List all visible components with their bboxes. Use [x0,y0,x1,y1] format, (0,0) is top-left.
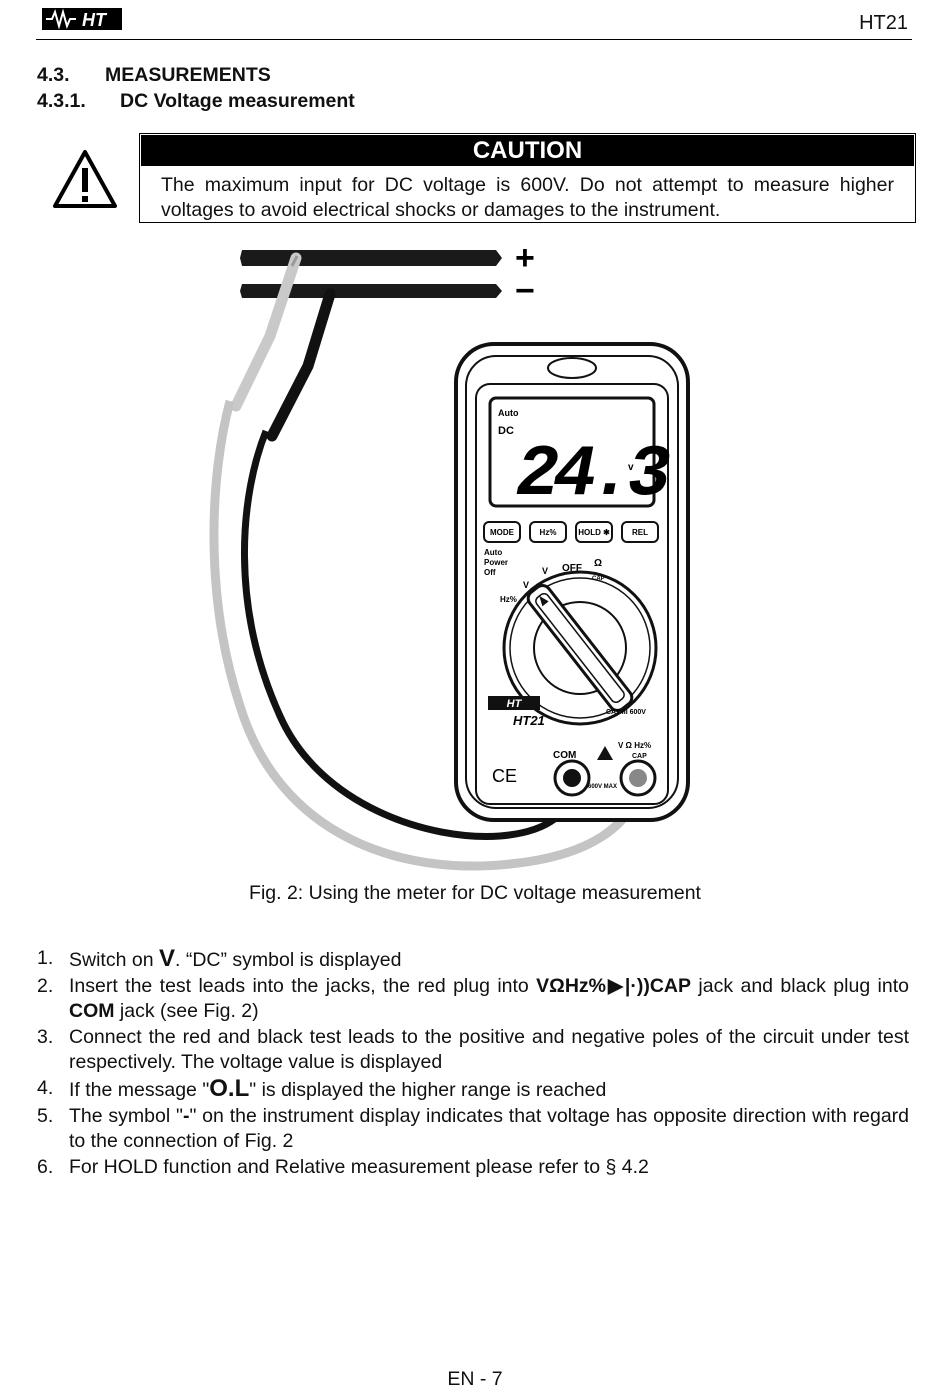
lcd-reading: 24.3 [516,434,670,516]
multimeter-body: Auto DC 24.3 v MODE Hz% HOLD ✱ REL Auto … [454,342,690,822]
page-number: EN - 7 [447,1368,503,1390]
dial-v: V [523,580,529,590]
lcd-auto: Auto [498,408,519,418]
cap-label: CAP [632,753,647,760]
jack-symbol: VΩHz%▶|·))CAP [536,975,692,997]
section-title: MEASUREMENTS [105,64,271,86]
header-rule [36,39,912,40]
dial-cap: CAP [592,576,605,582]
caution-heading: CAUTION [141,135,914,166]
subsection-number: 4.3.1. [37,90,86,112]
rel-button-label: REL [632,528,648,537]
section-number: 4.3. [37,64,70,86]
com-symbol: COM [69,1000,115,1022]
ol-symbol: O.L [209,1075,250,1102]
minus-sign: − [515,272,535,310]
auto-power-off-1: Auto [484,548,502,557]
list-item: 5.The symbol "-" on the instrument displ… [37,1105,910,1152]
mode-button [483,521,521,543]
dial-knob [526,584,634,712]
hold-button-label: HOLD ✱ [578,528,610,537]
v-label: V Ω Hz% [618,741,651,750]
caution-text: The maximum input for DC voltage is 600V… [161,174,894,221]
auto-power-off-2: Power [484,558,508,567]
cat-rating: CAT III 600V [606,709,646,716]
lcd-dc: DC [498,425,514,437]
hz-button-label: Hz% [540,528,557,537]
dial-ohm: Ω [594,558,602,569]
plus-sign: + [515,239,535,277]
steps-list: 1.Switch on V. “DC” symbol is displayed … [37,946,909,1181]
list-item: 6.For HOLD function and Relative measure… [37,1156,649,1178]
figure-caption: Fig. 2: Using the meter for DC voltage m… [249,882,701,904]
dial-hz: Hz% [500,595,517,604]
rotary-dial [502,570,658,726]
header-model: HT21 [859,12,908,34]
positive-terminal [240,250,502,266]
logo-text: HT [82,10,108,30]
list-item: 1.Switch on V. “DC” symbol is displayed [37,945,402,972]
multimeter-figure: + − Auto DC 24.3 v MODE Hz% HOLD ✱ REL [209,239,690,871]
minus-symbol: - [182,1105,190,1127]
dial-vhz: V [542,566,548,576]
dc-voltage-symbol: V [158,945,175,972]
mode-button-label: MODE [490,528,515,537]
red-test-lead [209,252,645,871]
list-item: 3.Connect the red and black test leads t… [37,1026,909,1073]
auto-power-off-3: Off [484,568,496,577]
lcd-screen [488,396,656,508]
meter-brand: HT [507,698,523,710]
caution-box [139,133,916,223]
meter-model: HT21 [513,713,545,728]
ht-logo: HT [42,8,122,30]
ce-mark: CE [492,766,517,786]
max-label: 600V MAX [588,784,617,790]
hz-button [529,521,567,543]
dial-off: OFF [562,563,582,574]
com-label: COM [553,750,576,761]
black-test-lead [241,288,578,840]
subsection-title: DC Voltage measurement [120,90,355,112]
rel-button [621,521,659,543]
negative-terminal [240,284,502,298]
lcd-unit: v [628,462,634,473]
warning-triangle-icon [53,150,117,208]
list-item: 2.Insert the test leads into the jacks, … [37,975,910,1022]
hold-button [575,521,613,543]
list-item: 4.If the message "O.L" is displayed the … [37,1075,607,1102]
